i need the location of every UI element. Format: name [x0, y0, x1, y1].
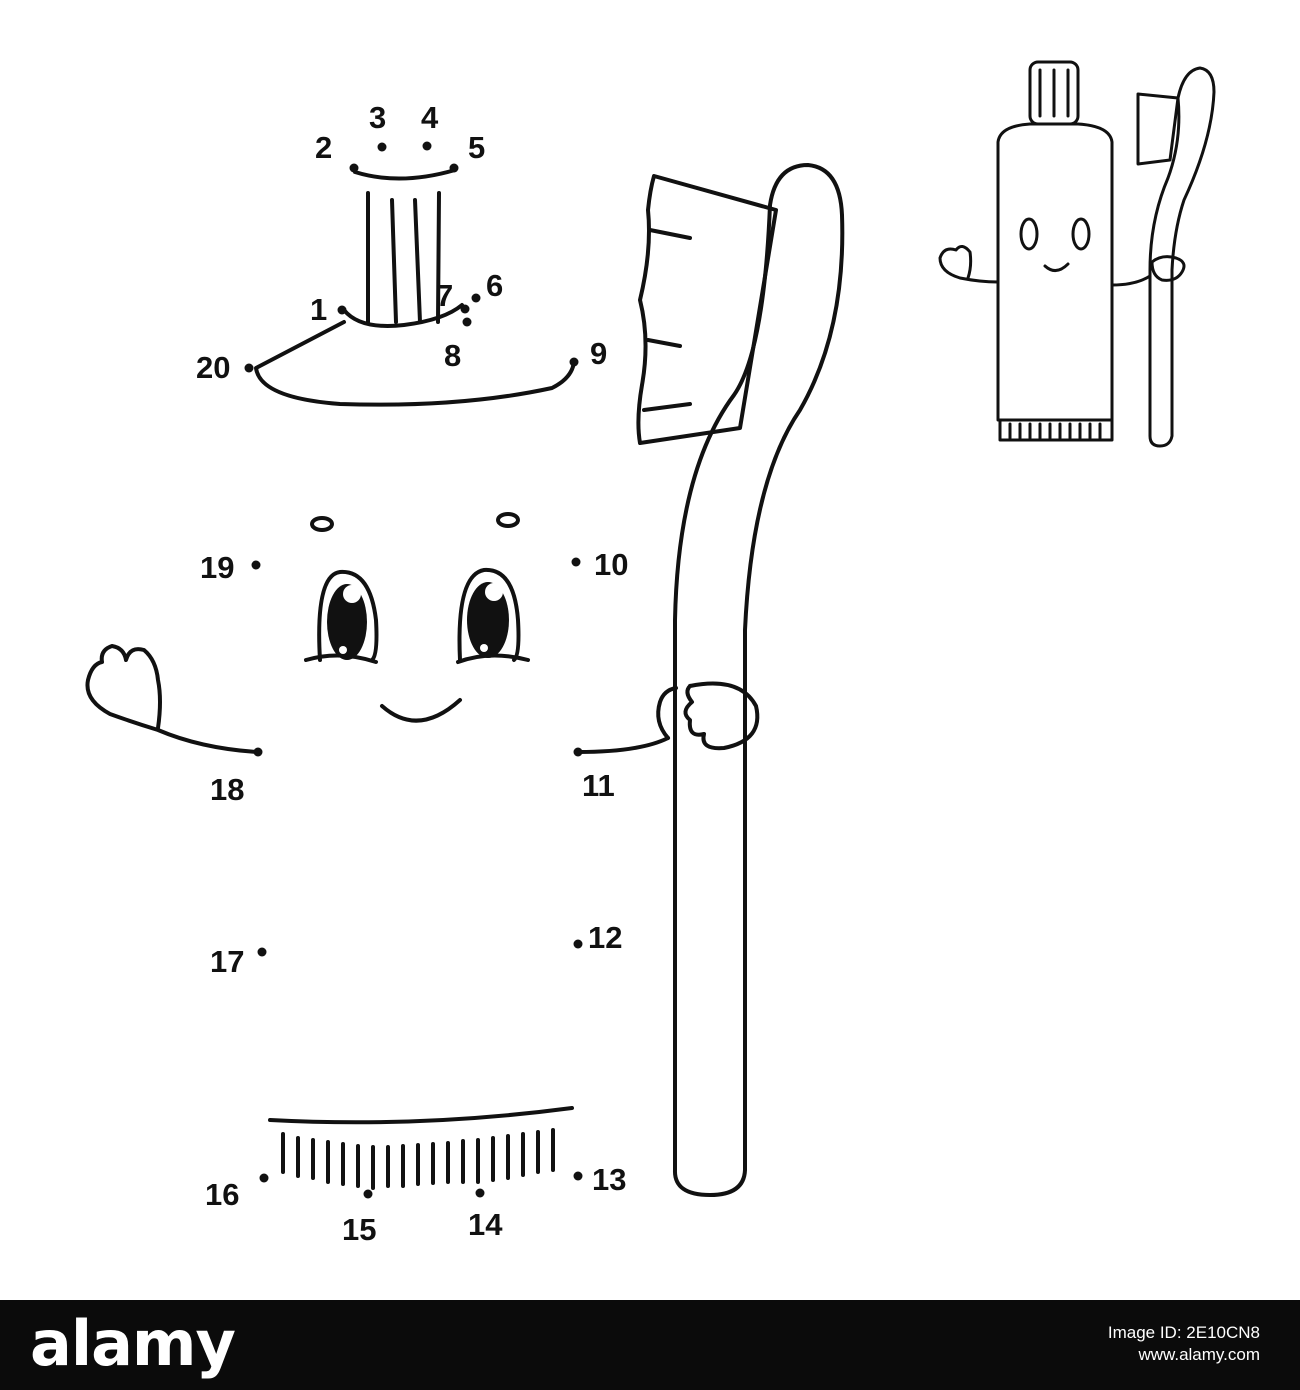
dot-5	[449, 163, 459, 173]
tube-cap	[342, 168, 464, 328]
image-meta: Image ID: 2E10CN8 www.alamy.com	[1108, 1322, 1260, 1366]
left-hand	[85, 644, 258, 754]
dot-15	[363, 1189, 373, 1199]
dot-label-14: 14	[468, 1207, 503, 1242]
dot-label-17: 17	[210, 944, 244, 979]
dot-label-8: 8	[444, 338, 461, 373]
dot-11	[573, 747, 583, 757]
tube-shoulder	[254, 320, 576, 407]
tube-crimp	[268, 1106, 574, 1190]
dot-1	[337, 305, 347, 315]
dot-14	[475, 1188, 485, 1198]
eyes	[327, 582, 509, 660]
dot-8	[462, 317, 472, 327]
dot-label-1: 1	[310, 292, 327, 327]
image-id-text: Image ID: 2E10CN8	[1107, 1323, 1260, 1342]
dot-16	[259, 1173, 269, 1183]
dot-label-7: 7	[436, 278, 453, 313]
dot-label-19: 19	[200, 550, 234, 585]
dot-label-18: 18	[210, 772, 244, 807]
dot-2	[349, 163, 359, 173]
dots	[244, 141, 583, 1199]
example-toothpaste	[938, 60, 1216, 448]
dot-6	[471, 293, 481, 303]
toothbrush	[636, 163, 845, 1197]
dot-17	[257, 947, 267, 957]
dot-19	[251, 560, 261, 570]
dot-label-20: 20	[196, 350, 230, 385]
dot-label-10: 10	[594, 547, 628, 582]
dot-label-13: 13	[592, 1162, 626, 1197]
dot-label-4: 4	[421, 100, 439, 135]
dot-13	[573, 1171, 583, 1181]
dot-9	[569, 357, 579, 367]
dot-label-2: 2	[315, 130, 332, 165]
dot-4	[422, 141, 432, 151]
brand-logo: alamy	[30, 1307, 236, 1380]
dot-12	[573, 939, 583, 949]
dot-20	[244, 363, 254, 373]
dot-label-5: 5	[468, 130, 485, 165]
dot-label-16: 16	[205, 1177, 239, 1212]
watermark-bar: alamy Image ID: 2E10CN8 www.alamy.com	[0, 1300, 1300, 1390]
dot-label-6: 6	[486, 268, 503, 303]
dot-label-9: 9	[590, 336, 607, 371]
dot-label-3: 3	[369, 100, 386, 135]
right-hand	[576, 681, 760, 754]
dot-label-12: 12	[588, 920, 622, 955]
dot-label-15: 15	[342, 1212, 376, 1247]
dot-label-11: 11	[582, 768, 615, 803]
site-text: www.alamy.com	[1138, 1345, 1260, 1364]
dot-7	[460, 304, 470, 314]
dot-to-dot-illustration: 1 2 3 4 5 6 7 8 9 10 11 12 13 14 15 16 1…	[85, 60, 1216, 1247]
dot-3	[377, 142, 387, 152]
dot-10	[571, 557, 581, 567]
dot-numbers: 1 2 3 4 5 6 7 8 9 10 11 12 13 14 15 16 1…	[196, 100, 628, 1247]
dot-18	[253, 747, 263, 757]
